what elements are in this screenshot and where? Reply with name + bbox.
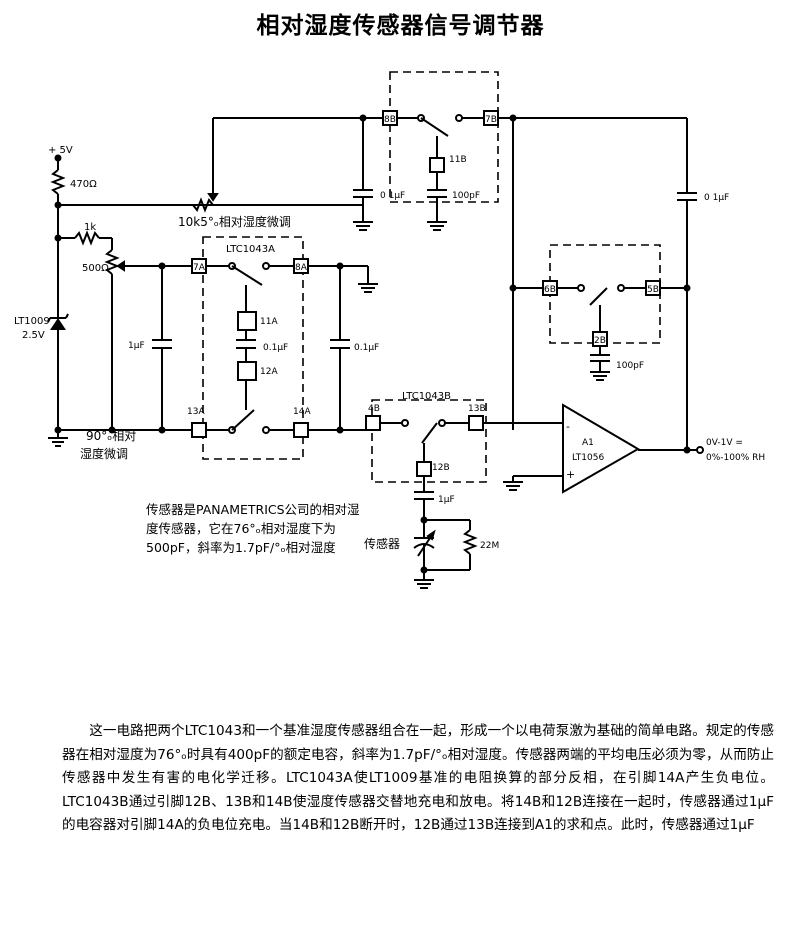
pin-8b: 8B (384, 115, 396, 125)
r500-label: 500Ω (82, 263, 109, 274)
cap-1uf-b-label: 1μF (438, 495, 455, 505)
trim-bottom-label-1: 90°ₒ相对 (86, 429, 136, 443)
pin-12b: 12B (432, 463, 450, 473)
vplus-label: + 5V (48, 145, 73, 156)
ltc1043a-label: LTC1043A (226, 244, 275, 255)
capacitor-1uf-a (152, 262, 172, 434)
cap-100pf-a-label: 100pF (452, 191, 480, 201)
ltc1043b-bottom (365, 399, 560, 589)
opamp-a1-label: A1 (582, 438, 594, 448)
cap-01uf-d-label: 0 1μF (704, 193, 729, 203)
cap-01uf-a-label: 0.1μF (263, 343, 288, 353)
ltc1043b-top (353, 71, 687, 231)
pin-11b: 11B (449, 155, 467, 165)
pin-4b: 4B (368, 404, 380, 414)
lt1009-label: LT1009 (14, 316, 50, 327)
pin-6b: 6B (544, 285, 556, 295)
page-title: 相对湿度传感器信号调节器 (256, 13, 545, 39)
pin-7a: 7A (193, 263, 206, 273)
pin-14a: 14A (293, 407, 311, 417)
sensor-label: 传感器 (364, 536, 400, 551)
supply-section (47, 154, 213, 447)
pin-12a: 12A (260, 367, 278, 377)
feedback-capacitor (512, 118, 697, 450)
cap-1uf-label: 1μF (128, 341, 145, 351)
pin-11a: 11A (260, 317, 278, 327)
ltc1043b-mid (509, 244, 691, 381)
pin-13a: 13A (187, 407, 205, 417)
cap-01uf-c-label: 0 1μF (380, 191, 405, 201)
svg-text:+: + (566, 468, 575, 481)
ltc1043a (191, 236, 378, 460)
pin-13b: 13B (468, 404, 486, 414)
r1k-label: 1k (84, 222, 96, 233)
opamp-lt1056-label: LT1056 (572, 453, 604, 463)
description-paragraph: 这一电路把两个LTC1043和一个基准湿度传感器组合在一起，形成一个以电荷泵激为… (62, 723, 774, 833)
cap-01uf-b-label: 0.1μF (354, 343, 379, 353)
trim-pot-10k (192, 117, 383, 213)
pin-8a: 8A (295, 263, 308, 273)
trim-bottom-label-2: 湿度微调 (80, 446, 128, 461)
output-label-2: 0%-100% RH (706, 453, 765, 463)
pin-2b: 2B (594, 336, 606, 346)
r22m-label: 22M (480, 541, 499, 551)
circuit-schematic: - + + 5V 470Ω 1k 500Ω LT1009 2.5V 10k5°ₒ… (14, 71, 765, 589)
trim-top-label: 10k5°ₒ相对湿度微调 (178, 214, 291, 229)
pin-7b: 7B (485, 115, 497, 125)
svg-text:-: - (566, 420, 570, 433)
r470-label: 470Ω (70, 179, 97, 190)
opamp-a1: - + (503, 403, 704, 494)
lt1009-voltage-label: 2.5V (22, 330, 45, 341)
ltc1043b-label: LTC1043B (402, 391, 451, 402)
pin-5b: 5B (647, 285, 659, 295)
cap-100pf-b-label: 100pF (616, 361, 644, 371)
sensor-note: 传感器是PANAMETRICS公司的相对湿度传感器，它在76°ₒ相对湿度下为50… (146, 502, 360, 555)
output-label-1: 0V-1V = (706, 438, 743, 448)
